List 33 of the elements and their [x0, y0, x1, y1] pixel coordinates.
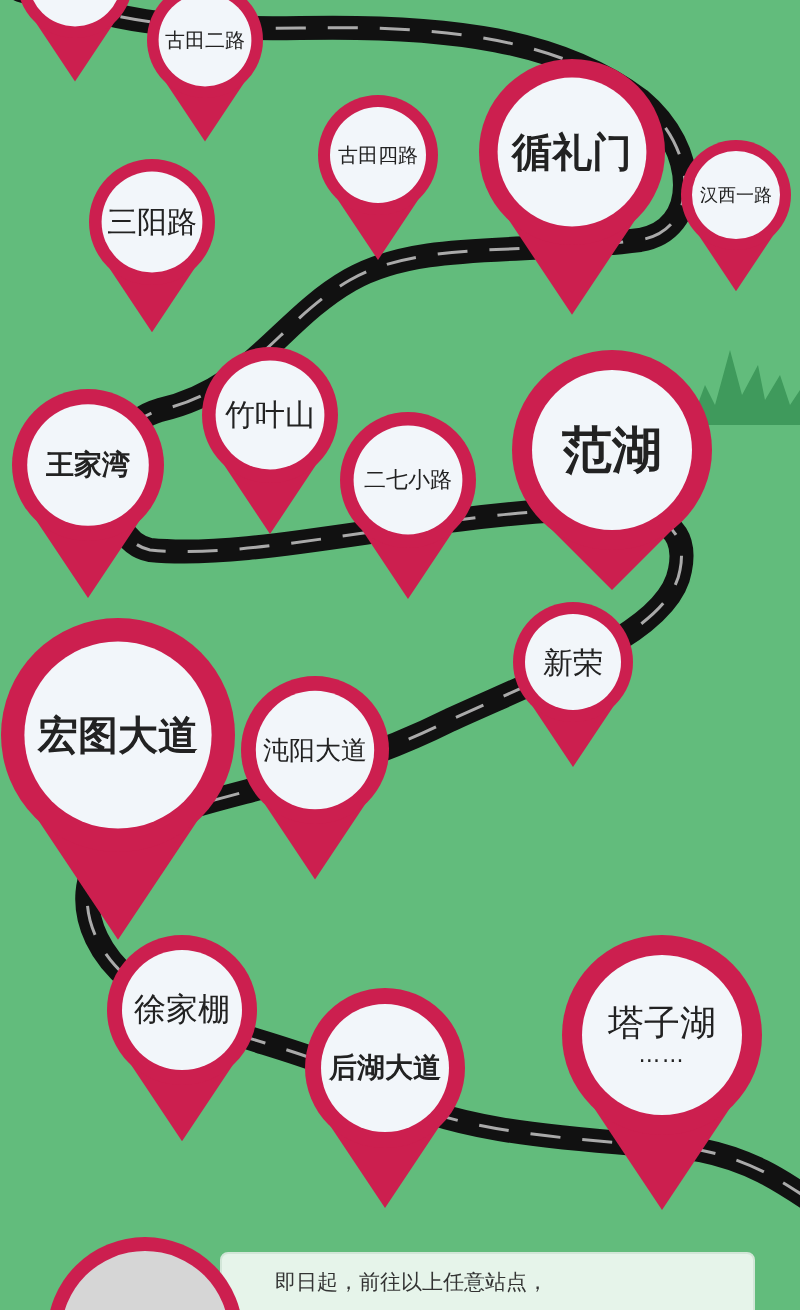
map-pin — [1, 618, 235, 940]
station-name: 三阳路 — [107, 205, 197, 239]
map-pin — [562, 935, 762, 1210]
map-pin — [147, 0, 263, 142]
station-name: 二七小路 — [364, 467, 452, 493]
map-pin — [512, 350, 712, 590]
map-pin — [340, 412, 476, 599]
station-name: 汉西一路 — [700, 185, 772, 205]
station-name: 后湖大道 — [329, 1052, 441, 1084]
station-name: 塔子湖 — [608, 1003, 716, 1043]
map-pin — [305, 988, 465, 1208]
map-pin — [318, 95, 438, 260]
ellipsis-text: …… — [638, 1042, 686, 1067]
map-pin — [202, 347, 338, 534]
station-name: 沌阳大道 — [263, 735, 367, 765]
map-pin — [479, 59, 665, 315]
station-name: 古田四路 — [338, 144, 418, 166]
station-name: 范湖 — [562, 422, 662, 478]
station-name: 新荣 — [543, 645, 603, 679]
notice-text: 即日起，前往以上任意站点， — [275, 1269, 548, 1296]
station-name: 竹叶山 — [225, 398, 315, 432]
map-pin — [12, 389, 164, 598]
map-pin — [89, 159, 215, 333]
station-name: 王家湾 — [46, 449, 130, 481]
notice-card — [220, 1252, 755, 1310]
station-name: 古田二路 — [165, 29, 245, 51]
map-pin — [681, 140, 791, 292]
map-pin — [513, 602, 633, 767]
station-name: 循礼门 — [512, 130, 632, 174]
station-name: 徐家棚 — [134, 992, 230, 1028]
map-pin — [107, 935, 257, 1142]
map-pin — [241, 676, 389, 880]
station-name: 宏图大道 — [38, 713, 198, 757]
